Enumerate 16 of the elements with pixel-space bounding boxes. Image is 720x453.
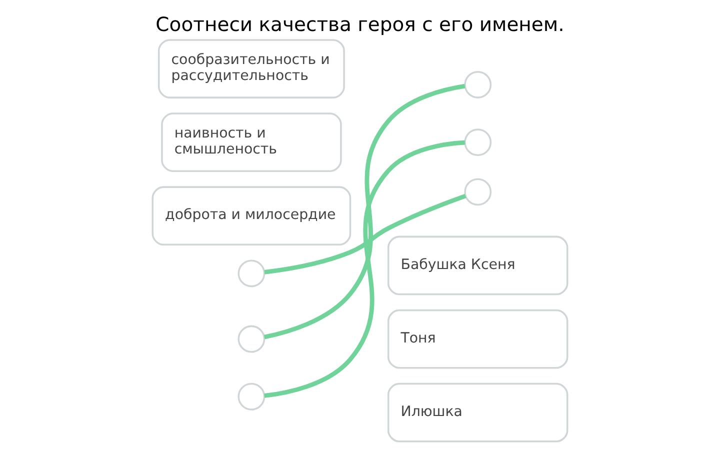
connector: [264, 140, 466, 398]
connector: [264, 84, 466, 340]
node-box: наивность и смышленость: [161, 112, 342, 172]
node-circle: [238, 382, 266, 410]
node-box: Бабушка Ксеня: [387, 236, 568, 296]
node-circle: [464, 178, 492, 206]
node-circle: [238, 260, 266, 288]
node-circle: [238, 325, 266, 353]
node-box: доброта и милосердие: [152, 186, 352, 246]
node-circle: [464, 70, 492, 98]
node-box: Тоня: [387, 309, 568, 369]
node-circle: [464, 128, 492, 156]
node-box: Илюшка: [387, 382, 568, 442]
diagram-title: Соотнеси качества героя с его именем.: [156, 12, 564, 36]
node-box: сообразительность и рассудительность: [158, 39, 345, 98]
connector: [264, 194, 466, 274]
